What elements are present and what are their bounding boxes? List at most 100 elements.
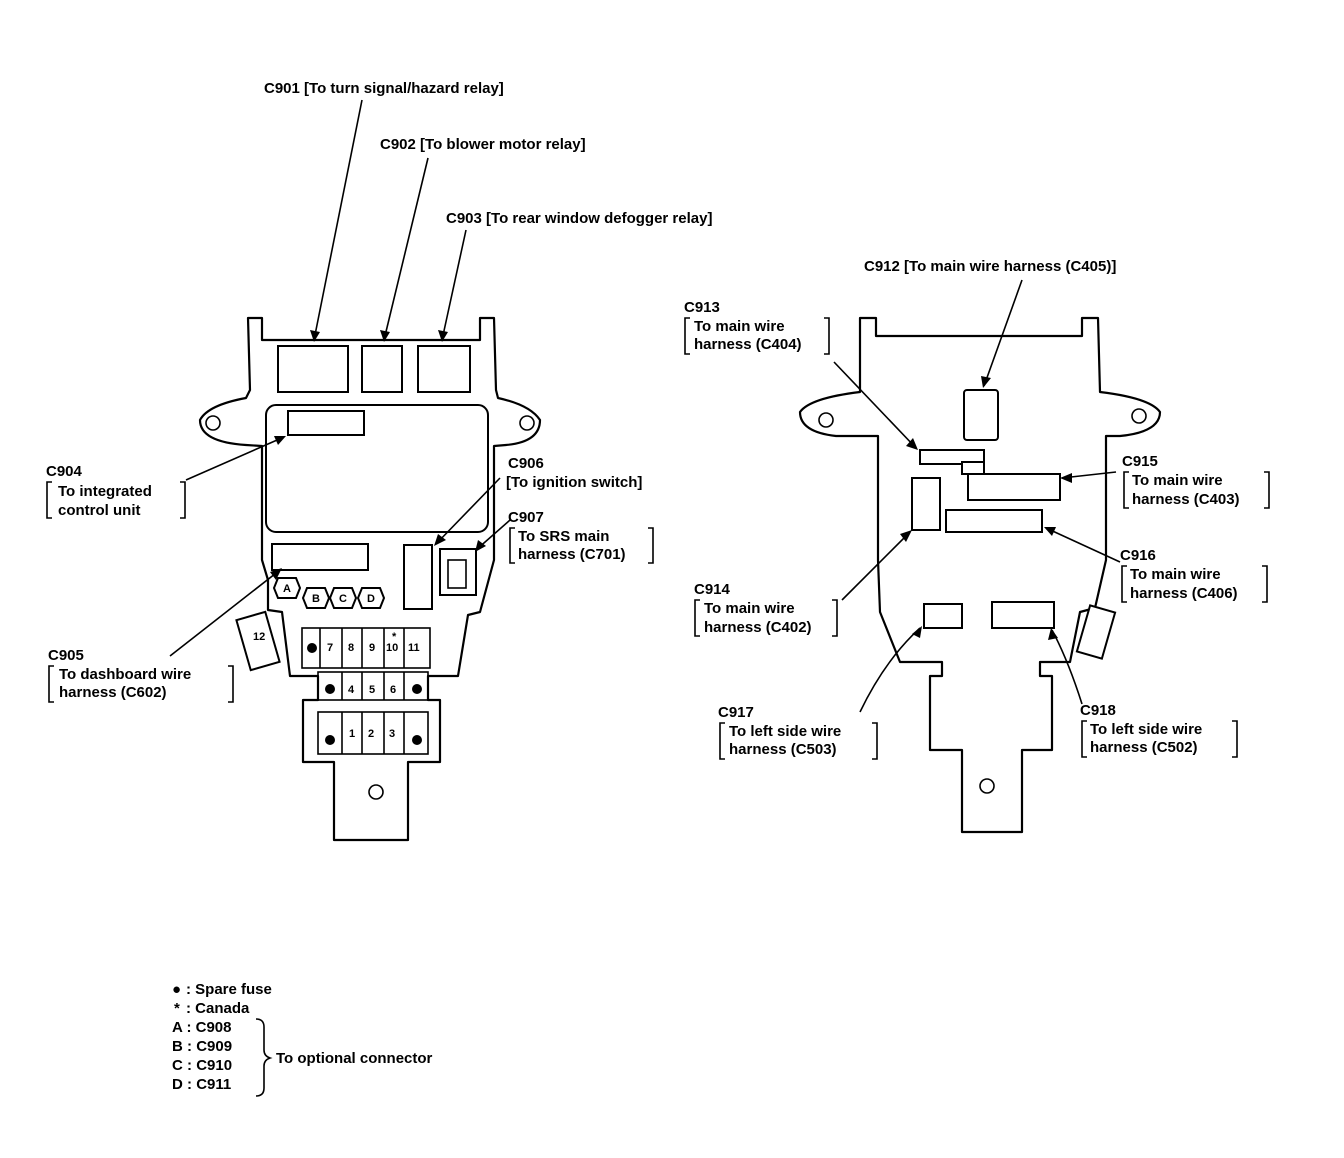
c901-relay-socket [277,345,349,393]
fuse-number-1: 1 [349,728,355,740]
svg-text:harness (C404): harness (C404) [694,336,802,353]
optional-letter-d: D [367,593,375,605]
svg-text:To main wire: To main wire [694,318,785,335]
legend-row-b: B : C909 [172,1038,232,1055]
optional-connector-b [301,587,331,609]
svg-text:To dashboard wire: To dashboard wire [59,666,191,683]
c918-leader [1051,629,1083,705]
svg-text:harness (C701): harness (C701) [518,546,626,563]
svg-text:harness (C602): harness (C602) [59,684,167,701]
svg-text:harness (C406): harness (C406) [1130,585,1238,602]
fuse-number-4: 4 [348,684,355,696]
c916-leader [1045,527,1121,563]
svg-text:To left side wire: To left side wire [1090,721,1202,738]
c903-label: C903 [To rear window defogger relay] [446,210,712,227]
c914-connector [911,477,941,531]
c901-leader [313,99,363,341]
optional-letter-a: A [283,583,291,595]
c913-connector-tab [961,461,985,475]
legend-canada-symbol: * [174,1000,180,1017]
c906-connector [403,544,433,610]
svg-text:control unit: control unit [58,502,141,519]
c906-label: C906 [To ignition switch] [506,455,642,491]
c918-label: C918 To left side wire harness (C502) [1080,702,1238,758]
fuse-grid [301,627,431,755]
svg-text:C905: C905 [48,647,84,664]
c904-leader [185,436,285,481]
c917-leader [859,627,921,713]
optional-letter-c: C [339,593,347,605]
legend: ● : Spare fuse * : Canada A : C908 B : C… [172,981,433,1097]
integrated-control-unit-area [265,404,489,533]
fuse-number-7: 7 [327,642,333,654]
spare-fuse-dot [325,735,335,745]
svg-text:C912 [To main wire harness (C4: C912 [To main wire harness (C405)] [864,258,1116,275]
svg-text:To integrated: To integrated [58,483,152,500]
svg-text:C901 [To turn signal/hazard re: C901 [To turn signal/hazard relay] [264,80,504,97]
svg-text:C918: C918 [1080,702,1116,719]
c914-label: C914 To main wire harness (C402) [694,581,838,637]
svg-text:harness (C502): harness (C502) [1090,739,1198,756]
svg-text:To main wire: To main wire [704,600,795,617]
c902-relay-socket [361,345,403,393]
c913-label: C913 To main wire harness (C404) [684,299,830,355]
c915-label: C915 To main wire harness (C403) [1122,453,1270,509]
legend-spare-symbol: ● [172,981,181,998]
optional-connector-a [272,577,302,599]
legend-optional-text: To optional connector [276,1050,433,1067]
svg-text:C904: C904 [46,463,83,480]
legend-row-d: D : C911 [172,1076,231,1093]
c904-connector [287,410,365,436]
legend-spare-text: : Spare fuse [186,981,272,998]
optional-connector-c [328,587,358,609]
c904-label: C904 To integrated control unit [46,463,186,519]
c901-label: C901 [To turn signal/hazard relay] [264,80,504,97]
svg-text:C914: C914 [694,581,731,598]
svg-text:C906: C906 [508,455,544,472]
fuse-number-5: 5 [369,684,375,696]
svg-text:To left side wire: To left side wire [729,723,841,740]
c915-connector [967,473,1061,501]
svg-text:[To ignition switch]: [To ignition switch] [506,474,642,491]
fuse-number-11: 11 [408,642,420,654]
c905-leader [169,569,281,657]
fuse-number-9: 9 [369,642,375,654]
c914-leader [841,531,911,601]
legend-brace [255,1018,273,1097]
spare-fuse-dot [325,684,335,694]
fuse-number-10: 10 [386,642,398,654]
legend-canada-text: : Canada [186,1000,250,1017]
c902-leader [383,157,429,341]
svg-text:To main wire: To main wire [1132,472,1223,489]
c906-leader [435,477,501,545]
svg-text:To SRS main: To SRS main [518,528,609,545]
c905-label: C905 To dashboard wire harness (C602) [48,647,234,703]
c903-relay-socket [417,345,471,393]
spare-fuse-dot [307,643,317,653]
right-fuse-box-view: C912 [To main wire harness (C405)] C913 … [684,258,1270,834]
c902-label: C902 [To blower motor relay] [380,136,586,153]
legend-row-a: A : C908 [172,1019,231,1036]
fuse-number-2: 2 [368,728,374,740]
svg-text:harness (C503): harness (C503) [729,741,837,758]
svg-text:C907: C907 [508,509,544,526]
c913-leader [833,361,917,449]
spare-fuse-dot [412,684,422,694]
svg-text:harness (C403): harness (C403) [1132,491,1240,508]
svg-text:To main wire: To main wire [1130,566,1221,583]
svg-text:C917: C917 [718,704,754,721]
c913-connector [919,449,985,465]
c918-connector [991,601,1055,629]
c916-connector [945,509,1043,533]
fuse-12 [235,610,281,672]
left-fuse-box-view: 12 7 8 9 * 10 11 4 5 6 1 2 3 A B C D [46,80,712,842]
side-connector [1075,604,1117,660]
fuse-number-3: 3 [389,728,395,740]
c912-label: C912 [To main wire harness (C405)] [864,258,1116,275]
c912-leader [983,279,1023,387]
legend-row-c: C : C910 [172,1057,232,1074]
c905-connector [271,543,369,571]
svg-text:C916: C916 [1120,547,1156,564]
spare-fuse-dot [412,735,422,745]
